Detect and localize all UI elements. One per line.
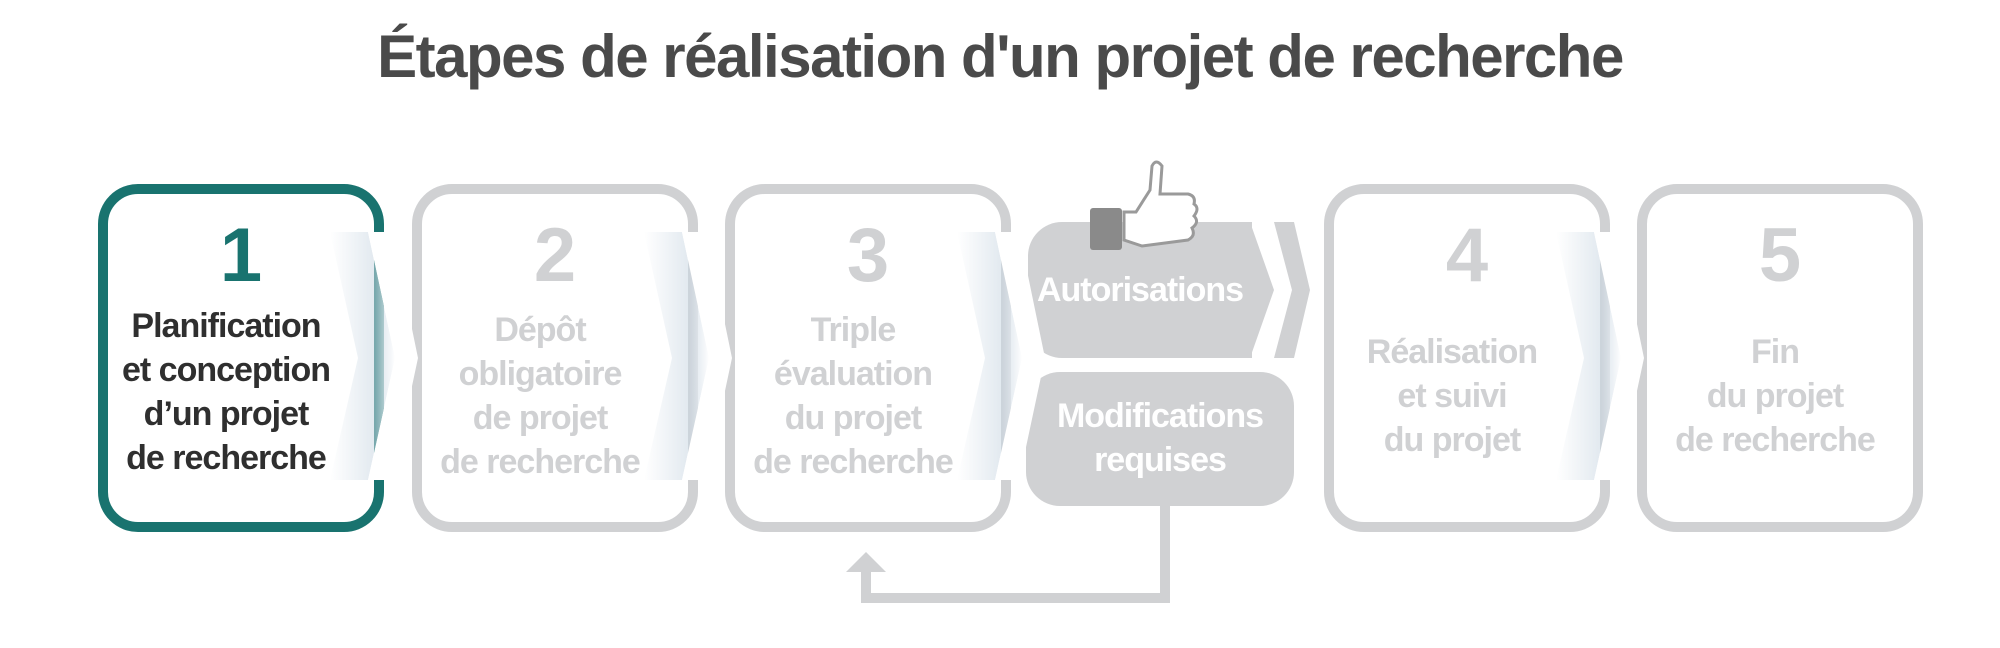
step-5-label: Fin du projet de recherche xyxy=(1675,333,1876,459)
step-2-label: Dépôt obligatoire de projet de recherche xyxy=(440,311,641,481)
step-3-label: Triple évaluation du projet de recherche xyxy=(753,311,954,481)
step-5-number: 5 xyxy=(1758,213,1802,298)
step-1-number: 1 xyxy=(219,213,263,298)
step-2-number: 2 xyxy=(533,213,577,298)
arrow-up-icon xyxy=(846,552,886,572)
chevron-auth-4 xyxy=(1250,222,1310,358)
step-4-number: 4 xyxy=(1445,213,1489,298)
step-1-label: Planification et conception d’un projet … xyxy=(121,307,331,477)
step-5-box: 5 Fin du projet de recherche xyxy=(1637,184,1923,532)
modifications-required-badge: Modifications requises xyxy=(1026,372,1294,506)
step-4-label: Réalisation et suivi du projet xyxy=(1366,333,1538,459)
diagram-title: Étapes de réalisation d'un projet de rec… xyxy=(377,23,1624,90)
step-3-number: 3 xyxy=(846,213,890,298)
step-1-box: 1 Planification et conception d’un proje… xyxy=(98,184,384,532)
step-4-box: 4 Réalisation et suivi du projet xyxy=(1324,184,1610,532)
step-2-box: 2 Dépôt obligatoire de projet de recherc… xyxy=(412,184,698,532)
step-3-box: 3 Triple évaluation du projet de recherc… xyxy=(725,184,1011,532)
authorizations-badge: Autorisations xyxy=(1028,222,1252,358)
